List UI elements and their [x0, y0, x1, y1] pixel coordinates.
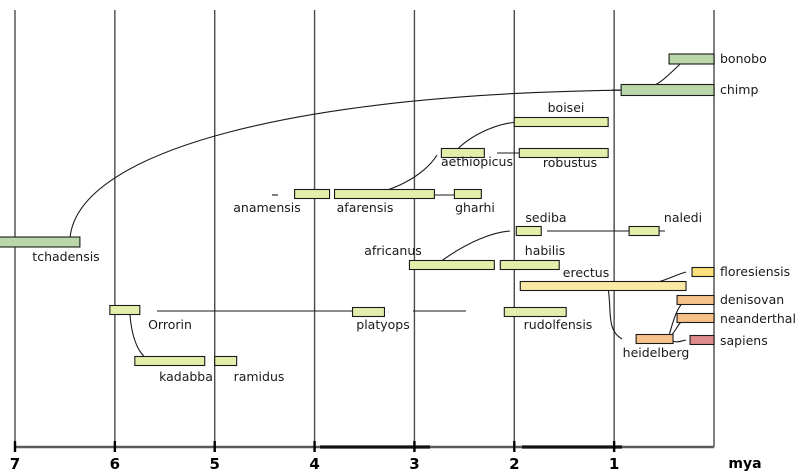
taxon-bar-floresiensis[interactable]: [691, 266, 715, 278]
taxon-label-habilis: habilis: [525, 243, 565, 258]
taxon-label-floresiensis: floresiensis: [720, 264, 790, 279]
taxon-bar-africanus[interactable]: [408, 259, 495, 271]
taxon-label-denisovan: denisovan: [720, 292, 784, 307]
taxon-label-naledi: naledi: [664, 210, 702, 225]
taxon-bar-sapiens[interactable]: [689, 334, 715, 346]
taxon-bar-neanderthal[interactable]: [676, 312, 715, 324]
axis-tick-label-3: 3: [409, 455, 419, 473]
taxon-bar-aethiopicus[interactable]: [440, 147, 485, 159]
axis-tick-label-2: 2: [509, 455, 519, 473]
taxon-label-gharhi: gharhi: [455, 200, 495, 215]
branch-line: [439, 230, 511, 263]
axis-tick-label-5: 5: [209, 455, 219, 473]
taxon-bar-sediba[interactable]: [515, 225, 542, 237]
taxon-label-rudolfensis: rudolfensis: [524, 317, 593, 332]
branch-line: [69, 89, 641, 239]
taxon-label-platyops: platyops: [356, 317, 409, 332]
taxon-bars: [0, 53, 715, 367]
taxon-bar-afarensis[interactable]: [333, 188, 435, 200]
taxon-label-erectus: erectus: [563, 265, 609, 280]
branch-line: [671, 339, 687, 343]
taxon-bar-kadabba[interactable]: [134, 355, 206, 367]
taxon-label-Orrorin: Orrorin: [148, 317, 192, 332]
taxon-label-chimp: chimp: [720, 82, 758, 97]
taxon-label-sediba: sediba: [525, 210, 566, 225]
taxon-bar-heidelberg[interactable]: [635, 333, 674, 345]
taxon-label-africanus: africanus: [364, 243, 422, 258]
taxon-label-sapiens: sapiens: [720, 333, 768, 348]
taxon-bar-erectus[interactable]: [519, 280, 687, 292]
taxon-bar-ramidus[interactable]: [214, 355, 238, 367]
taxon-label-aethiopicus: aethiopicus: [441, 154, 513, 169]
taxon-label-anamensis: anamensis: [233, 200, 301, 215]
axis-tick-label-6: 6: [110, 455, 120, 473]
taxon-bar-bonobo[interactable]: [668, 53, 715, 65]
gridlines: [14, 10, 715, 447]
branch-line: [607, 287, 623, 340]
taxon-bar-naledi[interactable]: [628, 225, 660, 237]
taxon-bar-boisei[interactable]: [513, 116, 609, 128]
taxon-bar-platyops[interactable]: [351, 306, 386, 318]
axis-tick-label-1: 1: [609, 455, 619, 473]
taxon-bar-chimp[interactable]: [620, 83, 715, 97]
taxon-bar-anamensis[interactable]: [294, 188, 331, 200]
branch-line: [454, 121, 519, 153]
axis-tick-label-7: 7: [10, 455, 20, 473]
taxon-bar-denisovan[interactable]: [676, 294, 715, 306]
taxon-bar-gharhi[interactable]: [453, 188, 482, 200]
taxon-label-heidelberg: heidelberg: [623, 345, 690, 360]
taxon-label-ramidus: ramidus: [234, 369, 285, 384]
taxon-label-neanderthal: neanderthal: [720, 311, 796, 326]
taxon-bar-Orrorin[interactable]: [109, 304, 141, 316]
taxon-bar-rudolfensis[interactable]: [503, 306, 567, 318]
taxon-bar-habilis[interactable]: [499, 259, 560, 271]
taxon-label-kadabba: kadabba: [159, 369, 213, 384]
taxon-bar-robustus[interactable]: [518, 147, 609, 159]
axis-tick-label-4: 4: [309, 455, 319, 473]
taxon-label-tchadensis: tchadensis: [32, 249, 99, 264]
taxon-label-afarensis: afarensis: [337, 200, 394, 215]
taxon-bar-tchadensis[interactable]: [0, 236, 81, 248]
taxon-labels: bonobo chimp boisei aethiopicus robustus anam…: [32, 51, 796, 384]
taxon-label-robustus: robustus: [543, 155, 597, 170]
taxon-label-boisei: boisei: [548, 100, 585, 115]
time-axis: 7 6 5 4 3 2 1 mya: [10, 441, 762, 473]
taxon-label-bonobo: bonobo: [720, 51, 767, 66]
axis-unit-label: mya: [728, 456, 761, 472]
